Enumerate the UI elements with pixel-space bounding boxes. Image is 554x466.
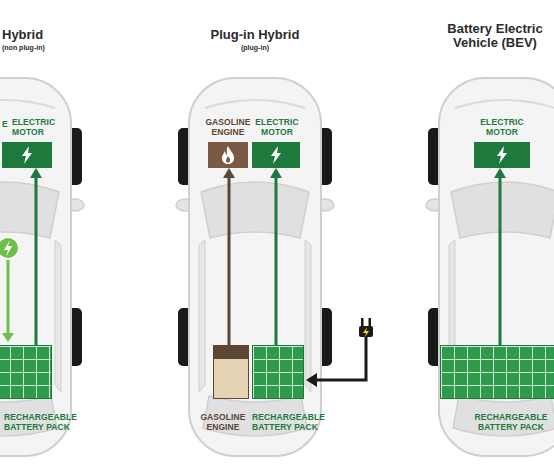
drawing-part xyxy=(0,237,19,259)
arrow-shaft xyxy=(228,177,231,345)
part-label: E xyxy=(2,119,12,129)
arrow-head xyxy=(223,168,235,178)
arrow-head xyxy=(494,168,506,178)
bolt-icon xyxy=(495,146,509,164)
electric-motor-box: ELECTRIC MOTOR xyxy=(2,142,52,168)
drawing-part xyxy=(369,318,372,326)
electric-motor-box: ELECTRIC MOTOR xyxy=(474,142,530,168)
electric-motor-box: ELECTRIC MOTOR xyxy=(252,142,300,168)
drawing-part xyxy=(306,373,317,387)
arrow-head xyxy=(270,168,282,178)
panel-title: Hybrid xyxy=(2,27,122,42)
panel-subtitle: (non plug-in) xyxy=(2,43,122,52)
part-label: RECHARGEABLE BATTERY PACK xyxy=(4,412,88,432)
flow-arrow xyxy=(30,168,42,345)
battery-pack: RECHARGEABLE BATTERY PACK xyxy=(0,345,52,399)
arrow-head xyxy=(30,168,42,178)
arrow-shaft xyxy=(35,177,38,345)
part-label: RECHARGEABLE BATTERY PACK xyxy=(252,412,336,432)
drawing-part xyxy=(7,260,10,334)
car-outline xyxy=(0,78,84,456)
bolt-icon xyxy=(269,146,283,164)
regen-brake-icon xyxy=(0,237,19,342)
battery-pack: RECHARGEABLE BATTERY PACK xyxy=(252,345,304,399)
drawing-part xyxy=(2,333,14,342)
panel-title: Battery Electric Vehicle (BEV) xyxy=(440,22,550,50)
charging-plug xyxy=(306,318,373,387)
bolt-icon xyxy=(20,146,34,164)
car-outline xyxy=(426,78,554,456)
part-label: RECHARGEABLE BATTERY PACK xyxy=(469,412,553,432)
drawing-part xyxy=(316,336,366,380)
part-label: ELECTRIC MOTOR xyxy=(12,117,64,137)
drawing-part xyxy=(22,146,32,164)
part-label: ELECTRIC MOTOR xyxy=(474,117,530,137)
drawing-part xyxy=(4,240,12,257)
fuel-tank: GASOLINE ENGINE xyxy=(213,345,249,399)
drawing-part xyxy=(359,326,373,337)
flame-icon xyxy=(221,146,235,164)
battery-pack: RECHARGEABLE BATTERY PACK xyxy=(440,345,554,399)
drawing-part xyxy=(271,146,281,164)
drawing-part xyxy=(361,318,364,326)
panel-title: Plug-in Hybrid xyxy=(185,27,325,42)
flow-arrow xyxy=(270,168,282,345)
part-label: GASOLINE ENGINE xyxy=(202,117,254,137)
gasoline-engine-box: GASOLINE ENGINE xyxy=(208,142,248,168)
drawing-part xyxy=(222,146,234,164)
arrow-shaft xyxy=(499,177,502,345)
car-outline xyxy=(176,78,334,456)
drawing-part xyxy=(497,146,507,164)
part-label: GASOLINE ENGINE xyxy=(197,412,249,432)
flow-arrow xyxy=(223,168,235,345)
panel-subtitle: (plug-in) xyxy=(185,43,325,52)
arrow-shaft xyxy=(275,177,278,345)
drawing-part xyxy=(363,327,369,337)
flow-arrow xyxy=(494,168,506,345)
part-label: ELECTRIC MOTOR xyxy=(251,117,303,137)
drawing-part xyxy=(226,156,230,163)
